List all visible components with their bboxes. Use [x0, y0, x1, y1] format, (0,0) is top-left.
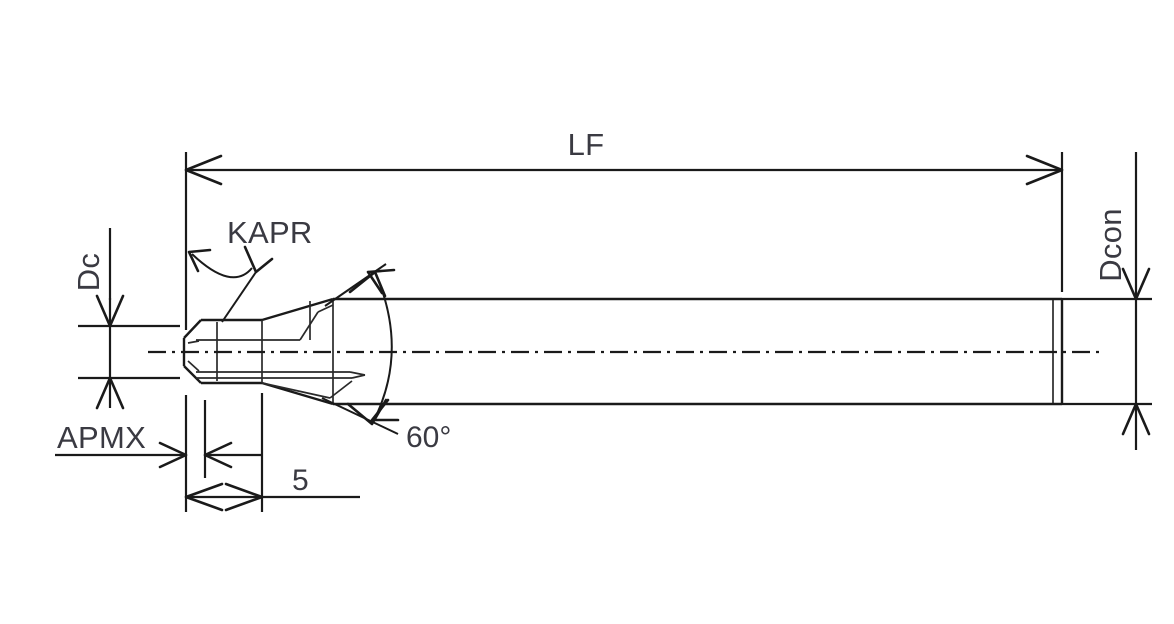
dimension-dc: Dc	[71, 228, 180, 410]
cutting-edge-lower-sweep	[261, 382, 331, 399]
nose-upper-chamfer	[183, 319, 202, 339]
point-angle-leader-lower	[321, 397, 399, 435]
apmx-label: APMX	[57, 420, 146, 455]
kapr-arrow-end	[243, 245, 274, 274]
tool-geometry	[148, 297, 1100, 406]
dimension-point-angle: 60°	[321, 263, 451, 454]
nose-detail-lower	[187, 360, 200, 372]
lf-label: LF	[568, 127, 605, 162]
lf-arrow-left	[184, 154, 223, 186]
lf-arrow-right	[1025, 154, 1064, 186]
flute-length-label: 5	[292, 464, 309, 497]
flute-inner-upper-taper	[299, 311, 319, 341]
taper-lower-line	[261, 381, 334, 406]
nose-lower-chamfer	[183, 365, 202, 384]
dcon-label: Dcon	[1093, 208, 1128, 282]
flute-arrow-right	[224, 482, 264, 512]
point-angle-leader-arrow-lower	[370, 398, 400, 422]
point-angle-leader-arrow-upper	[366, 268, 396, 295]
dcon-arrow-bottom	[1121, 402, 1151, 436]
kapr-arrow-start	[187, 248, 212, 273]
dcon-arrow-top	[1121, 267, 1151, 301]
flute-inner-lower-tip-lower	[351, 374, 366, 379]
dimension-apmx: APMX	[55, 395, 262, 512]
kapr-leader-line	[221, 271, 257, 323]
flute-inner-lower-tip-upper	[349, 371, 366, 376]
taper-upper-line	[261, 297, 334, 322]
dimension-kapr: KAPR	[187, 215, 313, 323]
flute-inner-upper-joint	[317, 304, 334, 313]
nose-detail-upper	[187, 340, 200, 344]
dimension-dcon: Dcon	[1062, 152, 1152, 450]
dc-arrow-top	[95, 294, 125, 328]
apmx-arrow-right	[203, 441, 233, 469]
apmx-arrow-left	[158, 441, 188, 469]
dc-label: Dc	[71, 253, 106, 292]
dc-arrow-bottom	[95, 376, 125, 410]
kapr-label: KAPR	[227, 215, 313, 250]
point-angle-label: 60°	[406, 421, 451, 454]
flute-arrow-left	[184, 482, 224, 512]
dimension-lf: LF	[184, 127, 1064, 330]
kapr-arc	[191, 253, 253, 279]
dimension-flute-length: 5	[184, 393, 360, 512]
